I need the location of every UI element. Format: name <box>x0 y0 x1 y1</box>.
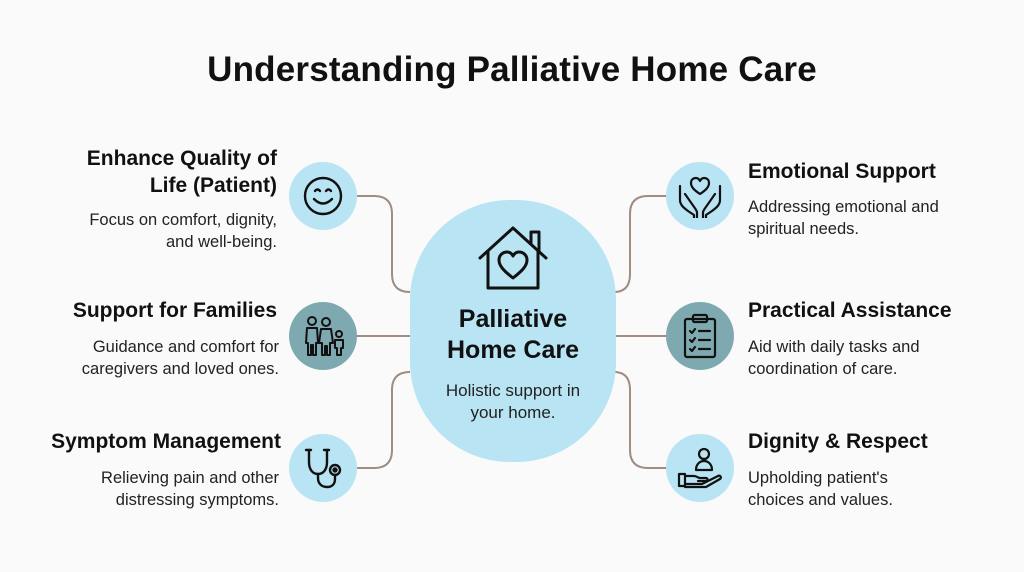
practical-assistance-circle <box>666 302 734 370</box>
center-title: Palliative Home Care <box>447 305 579 364</box>
connector-right-bottom <box>613 371 666 469</box>
family-icon <box>305 316 344 356</box>
symptom-management-circle <box>289 434 357 502</box>
emotional-support-desc: Addressing emotional and spiritual needs… <box>748 198 939 238</box>
family-support-heading: Support for Families <box>72 299 277 322</box>
family-support-desc: Guidance and comfort for caregivers and … <box>81 338 279 378</box>
family-support-circle <box>289 302 357 370</box>
symptom-management-heading: Symptom Management <box>51 430 281 453</box>
hands-heart-icon <box>678 176 722 218</box>
stethoscope-icon <box>304 448 342 489</box>
dignity-respect-circle <box>666 434 734 502</box>
practical-assistance-desc: Aid with daily tasks and coordination of… <box>748 338 920 378</box>
quality-of-life-heading: Enhance Quality of Life (Patient) <box>86 147 277 197</box>
connector-right-top <box>613 195 666 293</box>
emotional-support-heading: Emotional Support <box>748 160 936 183</box>
quality-of-life-circle <box>289 162 357 230</box>
practical-assistance-heading: Practical Assistance <box>748 299 952 322</box>
emotional-support-circle <box>666 162 734 230</box>
dignity-respect-heading: Dignity & Respect <box>748 430 928 453</box>
dignity-respect-desc: Upholding patient's choices and values. <box>748 469 893 509</box>
smiley-face-icon <box>303 176 343 216</box>
hand-person-icon <box>677 447 722 489</box>
center-node: Palliative Home Care Holistic support in… <box>410 200 616 462</box>
connector-left-top <box>357 195 411 293</box>
connector-left-bottom <box>357 371 411 469</box>
symptom-management-desc: Relieving pain and other distressing sym… <box>101 469 279 509</box>
house-heart-icon <box>478 226 548 290</box>
clipboard-checklist-icon <box>683 313 717 359</box>
center-subtitle: Holistic support in your home. <box>445 381 581 422</box>
page-title: Understanding Palliative Home Care <box>207 50 817 89</box>
quality-of-life-desc: Focus on comfort, dignity, and well-bein… <box>89 211 277 251</box>
